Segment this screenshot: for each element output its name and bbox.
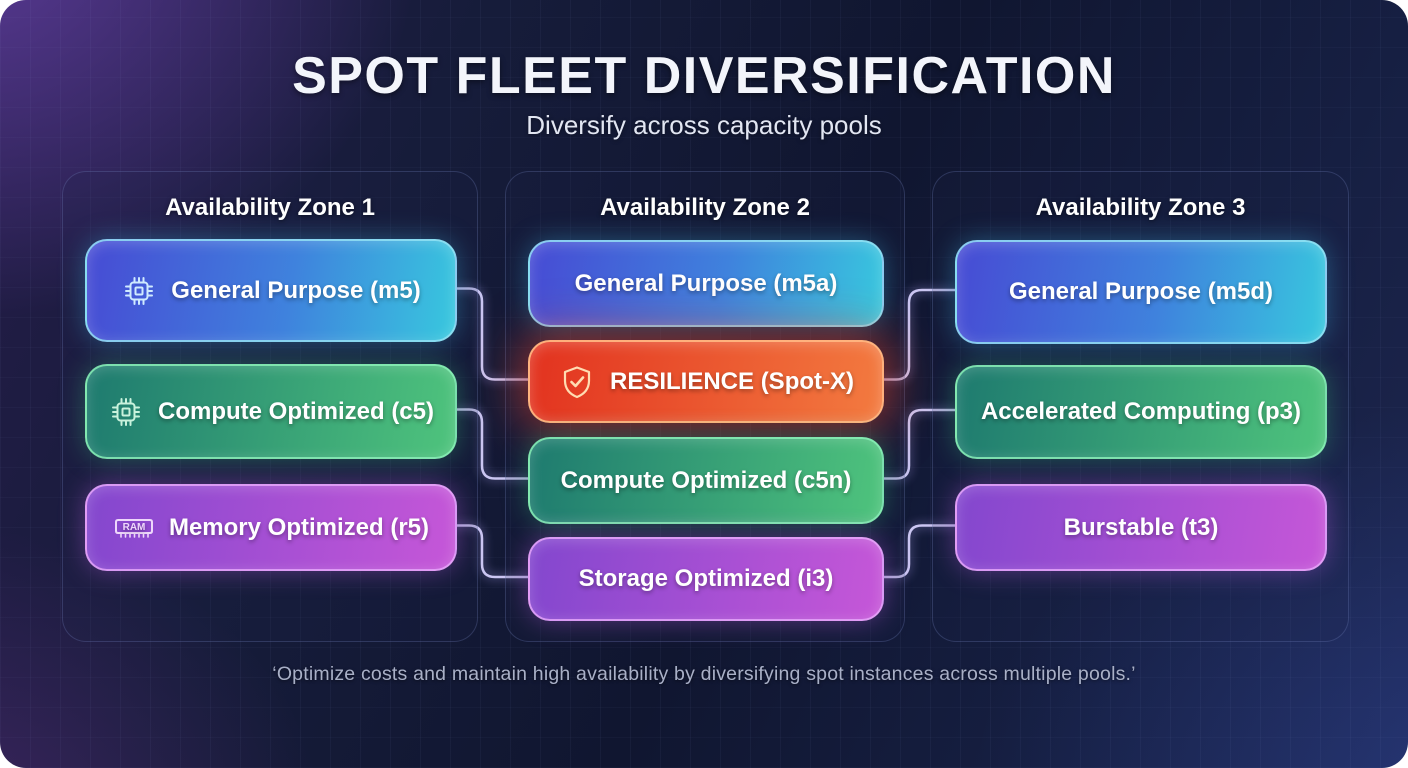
node-label: General Purpose (m5d): [1008, 278, 1274, 305]
shield-check-icon: [558, 363, 596, 401]
cpu-icon: [121, 273, 157, 309]
node-label: Storage Optimized (i3): [578, 565, 834, 592]
node-general-purpose-m5: General Purpose (m5): [85, 239, 457, 342]
node-compute-optimized-c5n: Compute Optimized (c5n): [528, 437, 884, 524]
node-general-purpose-m5a: General Purpose (m5a): [528, 240, 884, 327]
node-label: General Purpose (m5): [171, 276, 421, 304]
node-label: General Purpose (m5a): [574, 269, 838, 297]
node-label: Accelerated Computing (p3): [980, 398, 1302, 425]
page-title: SPOT FLEET DIVERSIFICATION: [292, 47, 1116, 105]
footer-quote: ‘Optimize costs and maintain high availa…: [272, 663, 1136, 685]
node-label: Burstable (t3): [1063, 513, 1219, 541]
zone-title: Availability Zone 2: [600, 194, 810, 221]
page-subtitle: Diversify across capacity pools: [526, 110, 882, 140]
node-label: RESILIENCE (Spot-X): [610, 367, 854, 395]
node-storage-optimized-i3: Storage Optimized (i3): [528, 537, 884, 621]
node-label: Memory Optimized (r5): [168, 513, 430, 541]
node-general-purpose-m5d: General Purpose (m5d): [955, 240, 1327, 344]
node-compute-optimized-c5: Compute Optimized (c5): [85, 364, 457, 459]
cpu-icon: [108, 394, 144, 430]
node-memory-optimized-r5: RAM Memory Optimized (r5): [85, 484, 457, 571]
node-burstable-t3: Burstable (t3): [955, 484, 1327, 571]
node-label: Compute Optimized (c5n): [560, 466, 852, 494]
ram-icon: RAM: [113, 513, 155, 543]
zone-title: Availability Zone 3: [1035, 194, 1246, 221]
node-resilience-spot-x: RESILIENCE (Spot-X): [528, 340, 884, 423]
node-label: Compute Optimized (c5): [157, 397, 434, 425]
zone-title: Availability Zone 1: [165, 194, 375, 221]
node-accelerated-computing-p3: Accelerated Computing (p3): [955, 365, 1327, 459]
svg-text:RAM: RAM: [123, 522, 146, 533]
